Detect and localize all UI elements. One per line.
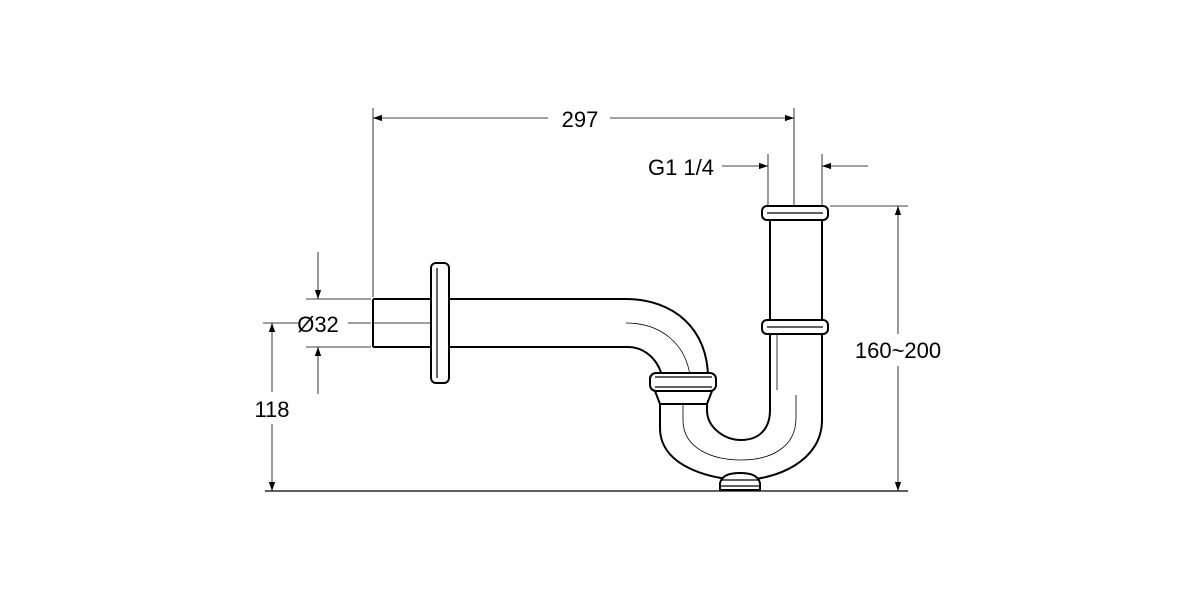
trap-outer [659,395,823,482]
trap-inner [706,395,771,442]
dimension-diameter: Ø32 [297,252,371,394]
drain-plug [719,471,761,491]
bend-nut [649,372,717,392]
adjustable-height-label: 160~200 [855,338,941,363]
siphon-trap [372,205,829,491]
wall-flange [430,262,450,384]
dimension-outlet-height: 118 [254,322,298,491]
dimension-adjustable-height: 160~200 [830,205,941,491]
dimension-thread: G1 1/4 [648,154,868,206]
trap-mid [682,395,797,461]
outlet-bend-mid [625,322,691,377]
diameter-label: Ø32 [297,312,339,337]
thread-label: G1 1/4 [648,155,714,180]
outlet-bend-outer [624,298,709,379]
bend-collar [654,390,713,405]
outlet-height-label: 118 [254,397,289,422]
outlet-bend-inner [627,346,663,377]
length-label: 297 [562,107,599,132]
dimension-length: 297 [372,107,795,297]
